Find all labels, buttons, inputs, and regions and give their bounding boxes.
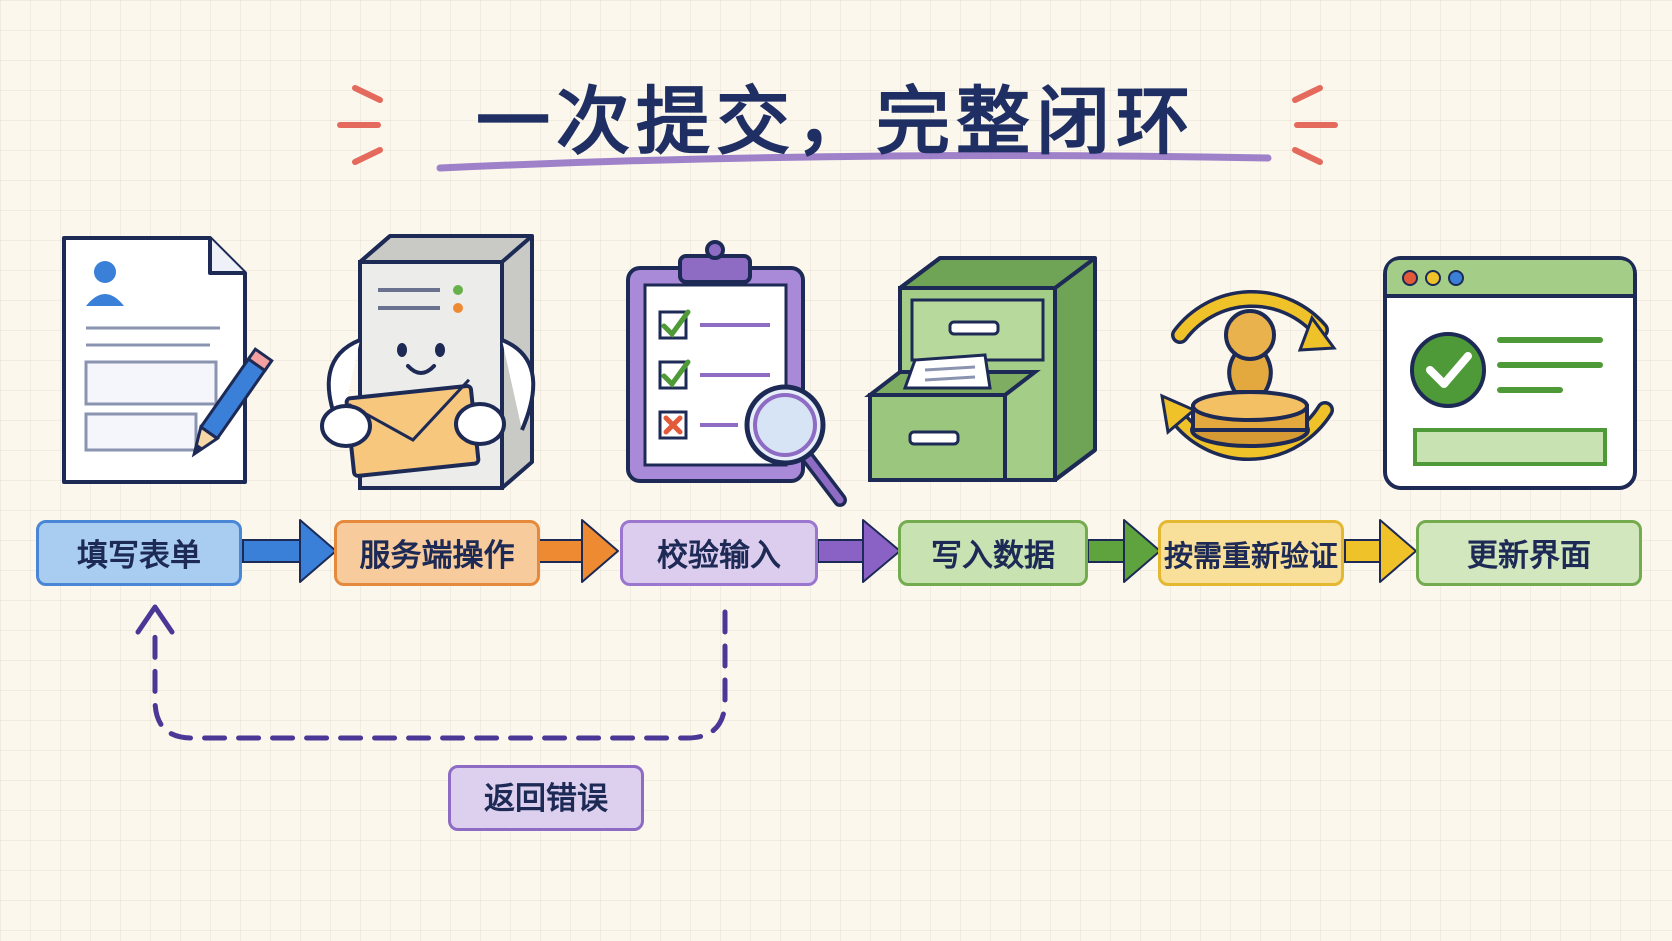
error-loop-arrowhead — [135, 604, 175, 635]
step-label-write-data: 写入数据 — [898, 520, 1088, 586]
flow-arrow-2 — [537, 519, 619, 583]
step-label-revalidate: 按需重新验证 — [1158, 520, 1344, 586]
server-envelope-icon — [320, 234, 536, 490]
flow-arrow-3 — [817, 519, 901, 583]
browser-window-check-icon — [1383, 256, 1637, 490]
form-document-pencil-icon — [62, 236, 274, 484]
step-label-update-ui: 更新界面 — [1416, 520, 1642, 586]
page-title: 一次提交，完整闭环 — [476, 79, 1196, 165]
flow-arrow-1 — [242, 519, 337, 583]
flow-arrow-4 — [1087, 519, 1161, 583]
clipboard-magnifier-icon — [626, 240, 847, 507]
step-label-fill-form: 填写表单 — [36, 520, 242, 586]
error-return-label: 返回错误 — [448, 765, 644, 831]
stamp-refresh-icon — [1160, 289, 1337, 462]
file-cabinet-icon — [864, 256, 1097, 482]
title-underline — [436, 152, 1272, 172]
flow-arrow-5 — [1344, 519, 1417, 583]
error-loop-arrow — [152, 609, 728, 741]
title-sparks-right — [1292, 85, 1338, 165]
title-sparks-left — [337, 85, 383, 165]
step-label-validate-input: 校验输入 — [620, 520, 818, 586]
step-label-server-action: 服务端操作 — [334, 520, 540, 586]
